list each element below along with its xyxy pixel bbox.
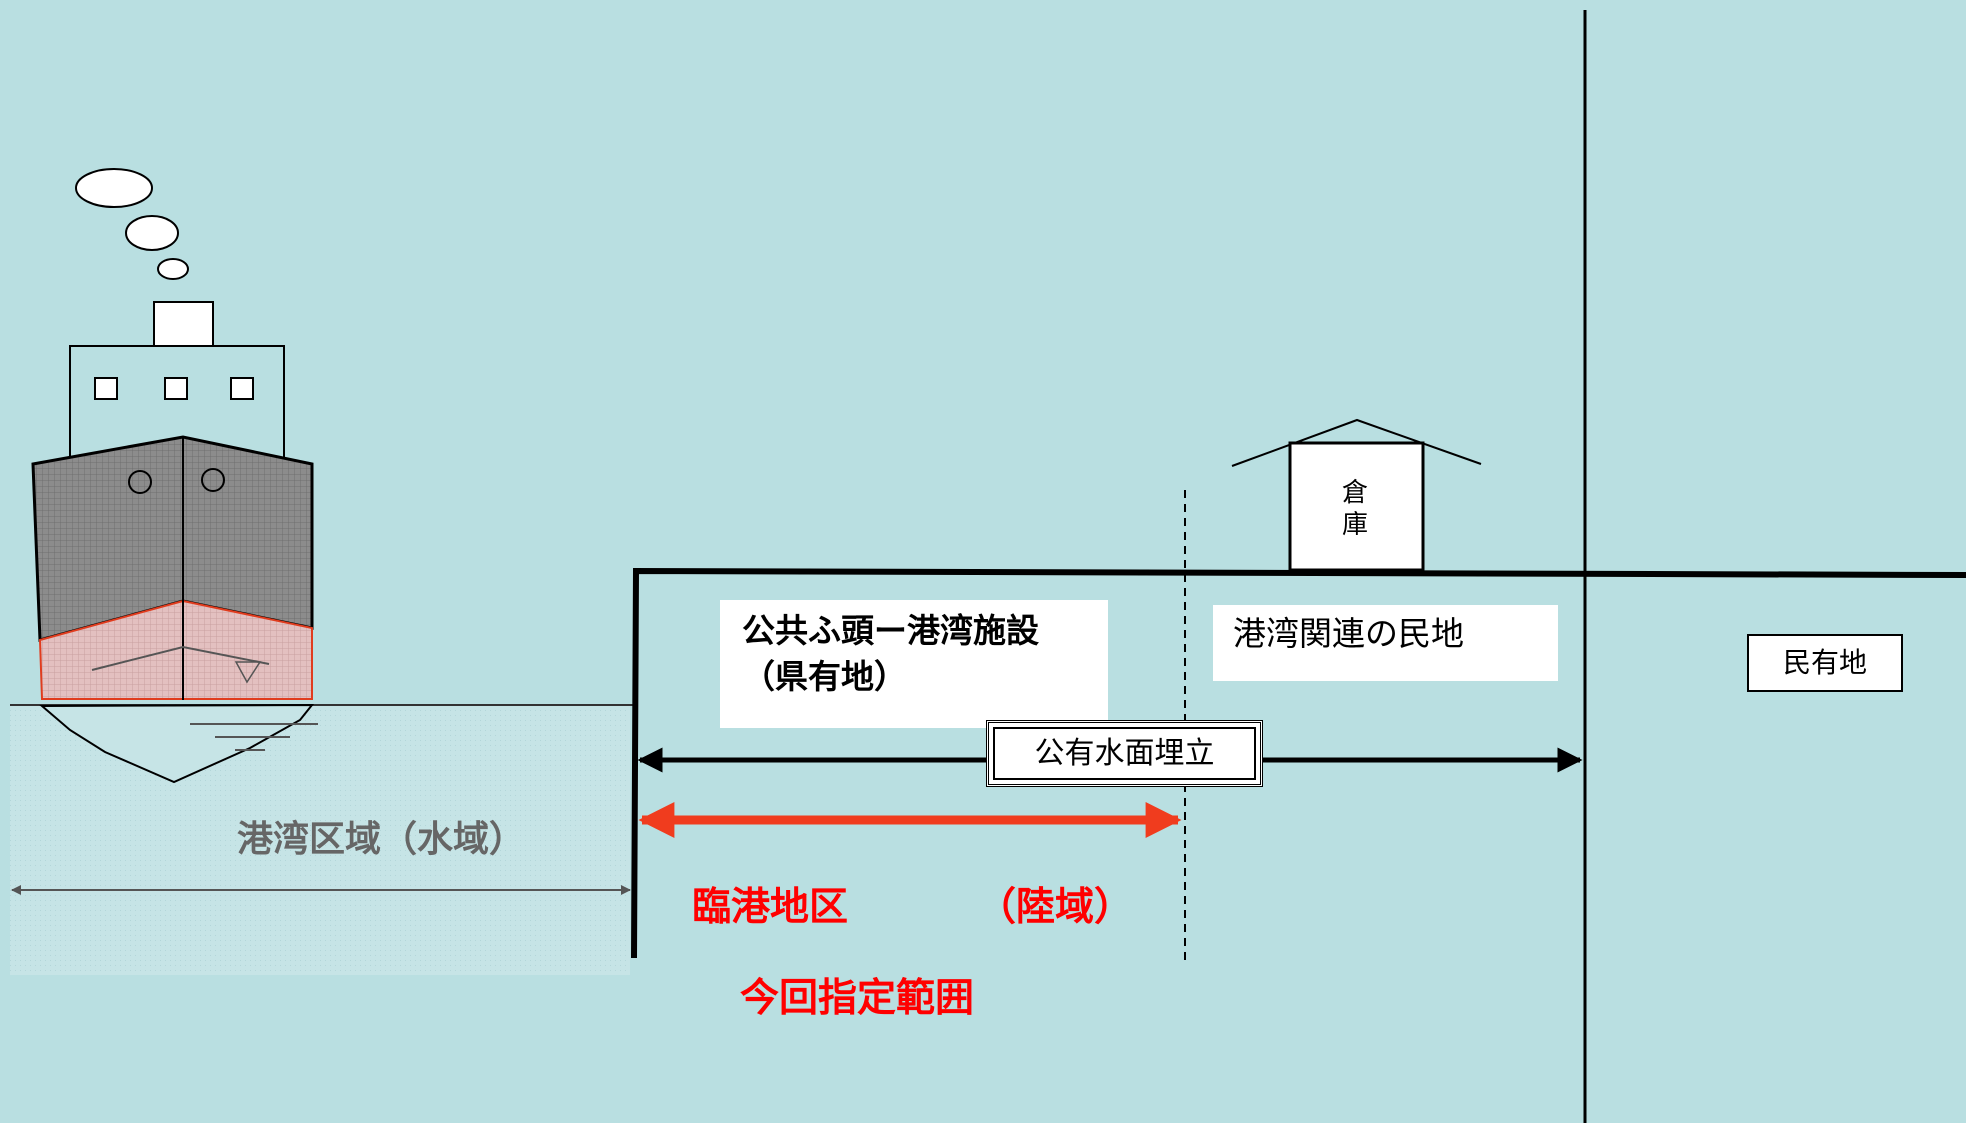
warehouse-label-char2: 庫	[1341, 510, 1368, 540]
ship-deck-line	[91, 645, 270, 671]
waterline-marker	[234, 661, 262, 684]
public-water-reclamation-label: 公有水面埋立	[986, 720, 1263, 787]
rinkou-district-label: 臨港地区	[692, 885, 849, 930]
ship-funnel	[153, 301, 214, 348]
warehouse-label: 倉 庫	[1290, 443, 1420, 573]
smoke-puff-medium	[125, 215, 179, 251]
anchor-hole-left	[128, 470, 152, 494]
public-wharf-label-line2: （県有地）	[742, 657, 907, 696]
anchor-hole-right	[201, 468, 225, 492]
current-designated-range-label: 今回指定範囲	[740, 976, 975, 1021]
port-area-water-label: 港湾区域（水域）	[237, 819, 526, 860]
smoke-puff-small	[157, 258, 189, 280]
ship-window	[164, 377, 188, 400]
warehouse-icon	[1231, 418, 1482, 572]
ship-icon	[31, 168, 318, 784]
public-wharf-label-line1: 公共ふ頭ー港湾施設	[742, 611, 1039, 650]
warehouse-body	[1288, 441, 1425, 572]
land-area-label: （陸域）	[977, 885, 1134, 930]
warehouse-roof	[1231, 418, 1482, 467]
smoke-puff-large	[75, 168, 153, 208]
ship-window	[94, 377, 118, 400]
ship-window	[230, 377, 254, 400]
ship-hull-lower	[38, 599, 313, 700]
warehouse-label-char1: 倉	[1341, 478, 1368, 508]
private-land-label: 民有地	[1747, 634, 1903, 692]
public-wharf-label: 公共ふ頭ー港湾施設 （県有地）	[720, 600, 1108, 728]
quay-wall-line	[631, 567, 1966, 959]
port-related-private-land-label: 港湾関連の民地	[1213, 605, 1558, 681]
